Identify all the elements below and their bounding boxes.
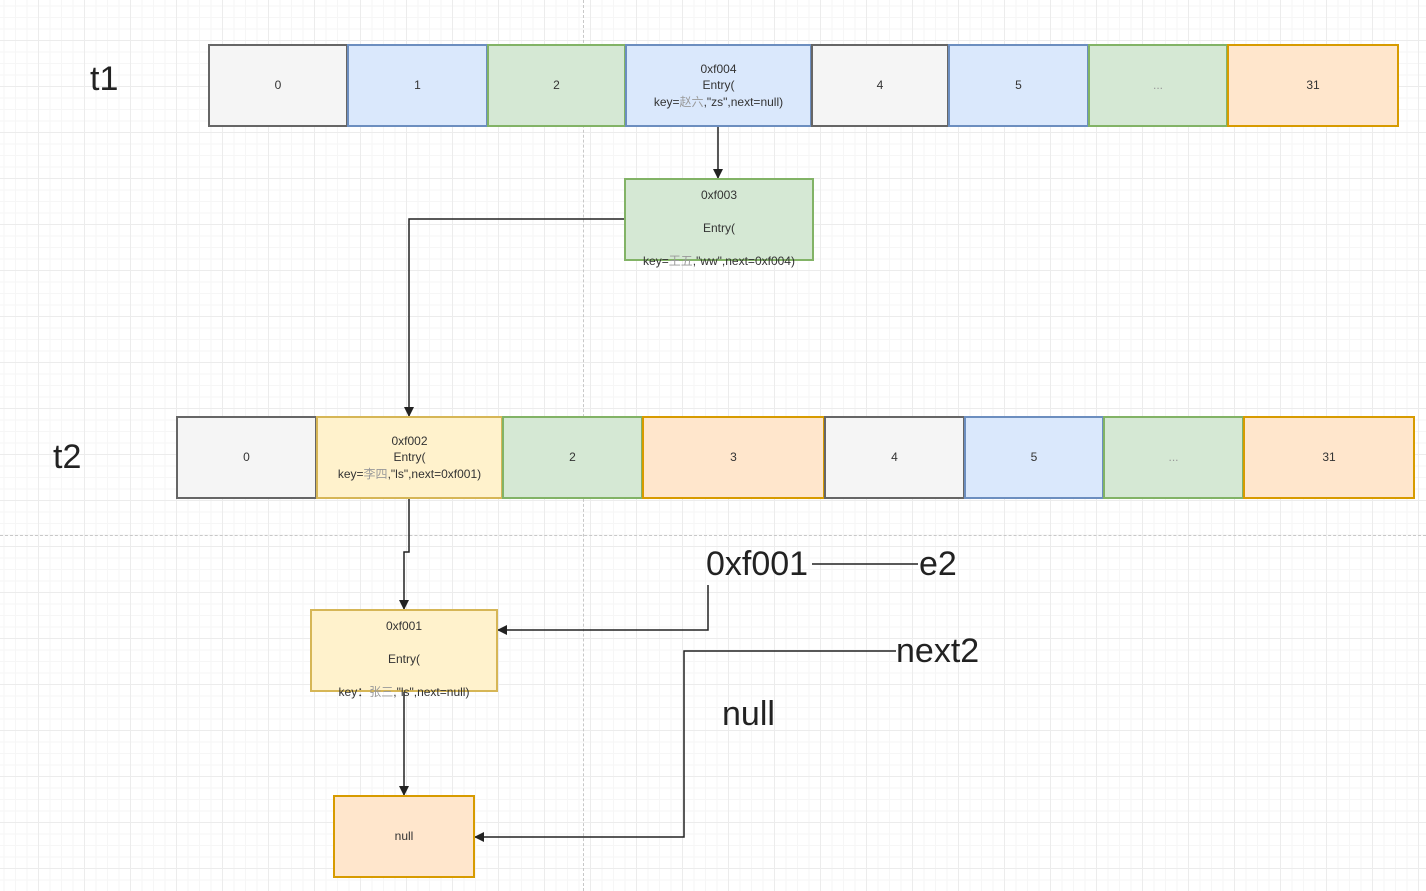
bucket-index-label: 5 (1030, 450, 1038, 465)
arrow-f003-to-f002 (404, 218, 625, 417)
entry-label: Entry( (393, 450, 426, 465)
bucket-index-label: 4 (891, 450, 898, 465)
bucket-cell[interactable]: 4 (824, 416, 965, 499)
entry-address: 0xf002 (391, 433, 428, 448)
entry-address: 0xf001 (385, 618, 422, 633)
entry-0xf001[interactable]: 0xf001 Entry( key：张三,"ls",next=null) (310, 609, 498, 699)
guide-line-horizontal (0, 535, 1426, 536)
bucket-index-label: ... (1168, 450, 1179, 465)
bucket-index-label: 2 (553, 78, 560, 93)
bucket-index-label: ... (1152, 78, 1163, 93)
bucket-index-label: 5 (1015, 78, 1022, 93)
arrow-f002-to-f001 (399, 498, 410, 610)
bucket-index-label: 0 (274, 78, 282, 93)
e2-label: e2 (919, 545, 957, 583)
entry-key-rest: ,"ww",next=0xf004) (692, 253, 795, 268)
entry-key-name: 张三 (369, 684, 394, 699)
next2-label: next2 (896, 632, 980, 670)
bucket-cell[interactable]: 1 (347, 44, 488, 127)
entry-label: Entry( (702, 220, 735, 235)
bucket-cell[interactable]: 4 (811, 44, 949, 127)
null-label: null (722, 695, 775, 733)
bucket-index-label: 2 (569, 450, 576, 465)
bucket-index-label: 4 (876, 78, 884, 93)
bucket-cell[interactable]: ... (1088, 44, 1228, 127)
entry-key-name: 王五 (668, 253, 693, 268)
entry-key-rest: ,"ls",next=0xf001) (387, 466, 482, 481)
bucket-index-label: 31 (1322, 450, 1336, 465)
e2-address-text: 0xf001 (706, 545, 809, 583)
null-node-label: null (394, 829, 414, 844)
entry-key-prefix: key= (643, 253, 669, 268)
null-node[interactable]: null (333, 795, 475, 878)
bucket-cell[interactable]: 5 (964, 416, 1104, 499)
t2-label: t2 (53, 438, 82, 476)
bucket-cell[interactable]: 5 (948, 44, 1089, 127)
entry-label: Entry( (702, 78, 735, 93)
bucket-index-label: 3 (730, 450, 737, 465)
entry-key-prefix: key= (653, 94, 680, 109)
t1-label: t1 (90, 60, 119, 98)
entry-key-rest: ,"zs",next=null) (703, 94, 784, 109)
arrow-next2-to-null (474, 650, 896, 842)
bucket-index-label: 0 (243, 450, 250, 465)
entry-address: 0xf003 (700, 187, 738, 202)
bucket-cell[interactable]: 31 (1227, 44, 1399, 127)
entry-key-name: 李四 (363, 466, 388, 481)
bucket-cell[interactable]: 31 (1243, 416, 1415, 499)
arrow-e2-to-f001 (497, 585, 709, 635)
entry-key-prefix: key： (338, 684, 370, 699)
entry-label: Entry( (387, 651, 420, 666)
bucket-cell[interactable]: 2 (487, 44, 626, 127)
bucket-index-label: 1 (414, 78, 421, 93)
entry-key-name: 赵六 (679, 94, 704, 109)
bucket-index-label: 31 (1306, 78, 1320, 93)
bucket-cell[interactable]: ... (1103, 416, 1244, 499)
entry-key-prefix: key= (337, 466, 364, 481)
entry-address: 0xf004 (700, 61, 737, 76)
bucket-cell[interactable]: 2 (502, 416, 643, 499)
bucket-cell[interactable]: 0 (176, 416, 317, 499)
bucket-cell[interactable]: 0 (208, 44, 348, 127)
entry-0xf003[interactable]: 0xf003 Entry( key=王五,"ww",next=0xf004) (624, 178, 814, 268)
entry-key-rest: ,"ls",next=null) (393, 684, 470, 699)
bucket-cell[interactable]: 3 (642, 416, 825, 499)
